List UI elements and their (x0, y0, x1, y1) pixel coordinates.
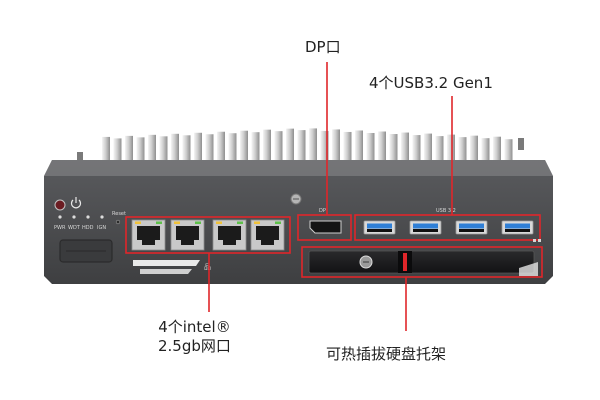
hdd-tray-highlight (301, 246, 543, 278)
heatsink-fin (217, 131, 225, 186)
hdd-tray-callout: 可热插拔硬盘托架 (326, 345, 447, 363)
usb-indicator-icon (533, 239, 536, 242)
ign-led-label: IGN (97, 225, 106, 231)
heatsink-fin (401, 132, 409, 186)
heatsink-fin (332, 129, 340, 186)
usb-ports-highlight (354, 214, 541, 241)
lan-port[interactable] (131, 219, 166, 251)
heatsink-fin (343, 131, 352, 186)
dp-port-callout: DP口 (305, 38, 341, 56)
dp-port-highlight (297, 214, 352, 241)
lan-ports-highlight (125, 216, 291, 254)
usb-port[interactable] (501, 220, 534, 235)
lan-ports-callout-line2: 2.5gb网口 (158, 337, 231, 355)
hdd-tray[interactable] (308, 250, 535, 274)
right-mount-screw-icon (518, 138, 524, 150)
status-leds (58, 215, 104, 219)
hdd-tray-logo-icon (519, 262, 538, 276)
wdt-led-label: WDT (68, 225, 81, 231)
heatsink-fin (194, 132, 202, 186)
dp-port-label: DP (319, 208, 326, 214)
heatsink-fin (171, 133, 179, 186)
usb-port[interactable] (409, 220, 442, 235)
network-icon: 品 (204, 263, 211, 271)
heatsink-fin (309, 128, 317, 186)
heatsink-fin (424, 133, 432, 186)
reset-button[interactable] (115, 219, 121, 225)
decorative-stripe-2 (140, 269, 192, 274)
reset-label: Reset (112, 211, 126, 217)
heatsink-fin (366, 132, 375, 186)
lan-ports-callout: 4个intel® 2.5gb网口 (158, 318, 231, 356)
lan-ports-group (131, 219, 285, 251)
heatsink-fin (251, 132, 260, 186)
usb-port[interactable] (455, 220, 488, 235)
usb-ports-label: USB 3.2 (436, 208, 456, 214)
heatsink-fin (378, 131, 386, 186)
dp-port[interactable] (309, 220, 342, 234)
heatsink-fin (274, 131, 283, 186)
heatsink-fin (320, 130, 329, 186)
callout-lines (208, 62, 453, 331)
heatsink-fin (228, 133, 237, 186)
lan-ports-callout-line1: 4个intel® (158, 318, 231, 336)
heatsink-fin (263, 129, 271, 186)
pwr-led-label: PWR (54, 225, 66, 231)
usb-ports-callout: 4个USB3.2 Gen1 (369, 74, 493, 92)
lan-port[interactable] (170, 219, 205, 251)
chassis-bevel (44, 160, 553, 176)
power-icon (70, 197, 82, 209)
power-button[interactable] (54, 199, 66, 211)
decorative-stripe (133, 260, 200, 266)
heatsink-fin (355, 130, 363, 186)
usb-ports-group (363, 220, 534, 235)
lan-port[interactable] (250, 219, 285, 251)
usb-indicator-icon-2 (538, 239, 541, 242)
heatsink-fin (286, 128, 294, 186)
heatsink-fin (297, 130, 306, 186)
hdd-tray-release-tab (403, 253, 407, 271)
usb-port[interactable] (363, 220, 396, 235)
hdd-led-label: HDD (82, 225, 94, 231)
lan-port[interactable] (212, 219, 247, 251)
heatsink-fin (240, 130, 248, 186)
left-mount-screw-icon (77, 152, 83, 164)
